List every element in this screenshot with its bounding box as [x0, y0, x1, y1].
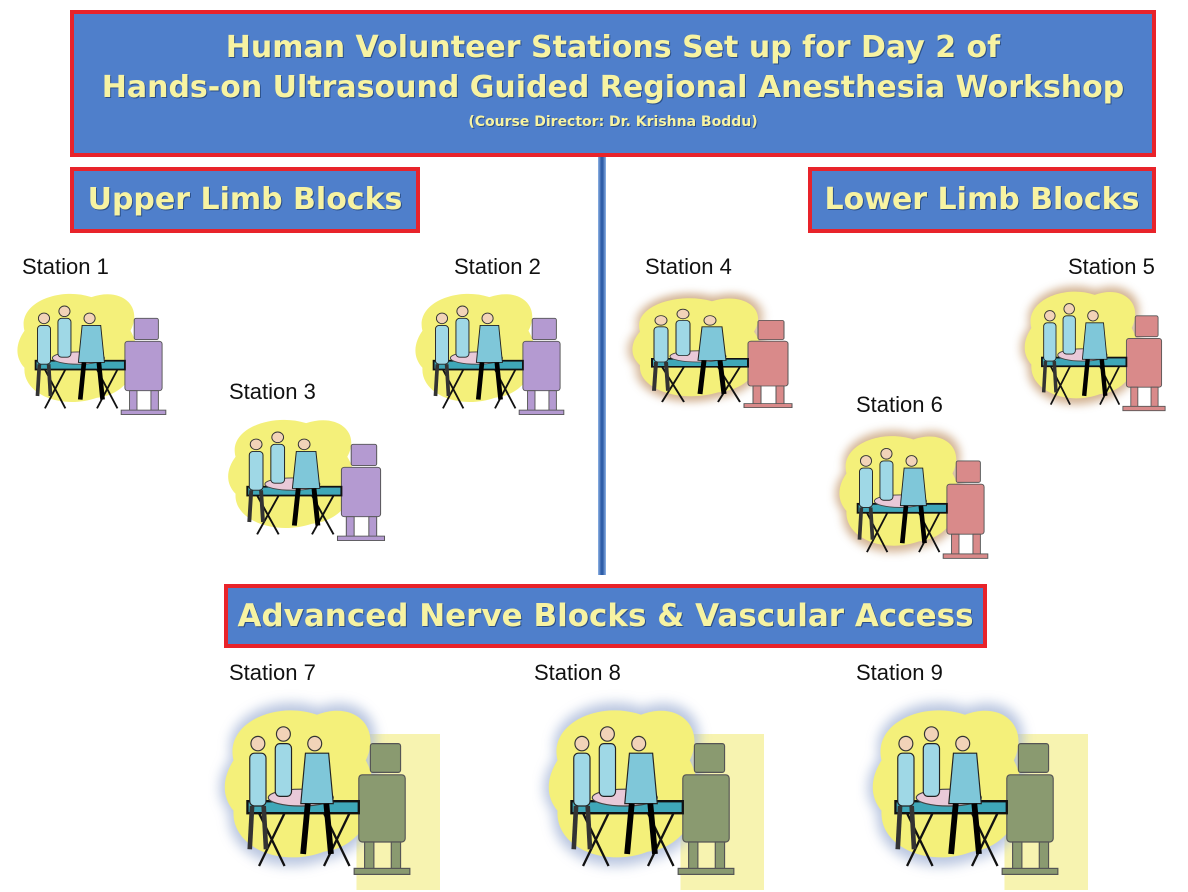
title-line-2: Hands-on Ultrasound Guided Regional Anes… — [101, 70, 1125, 105]
advanced-blocks-banner: Advanced Nerve Blocks & Vascular Access — [224, 584, 987, 648]
station-4-illustration — [618, 282, 818, 418]
station-1-illustration — [4, 276, 190, 426]
section-divider — [598, 157, 606, 575]
station-8-label: Station 8 — [534, 660, 621, 685]
course-director-line: (Course Director: Dr. Krishna Boddu) — [468, 114, 758, 130]
title-line-1: Human Volunteer Stations Set up for Day … — [225, 30, 1001, 65]
station-6-label: Station 6 — [856, 392, 943, 417]
station-7-label: Station 7 — [229, 660, 316, 685]
lower-limb-blocks-banner: Lower Limb Blocks — [808, 167, 1156, 233]
station-2-illustration — [402, 276, 588, 426]
station-3-illustration — [214, 402, 410, 552]
station-9-label: Station 9 — [856, 660, 943, 685]
station-3-label: Station 3 — [229, 379, 316, 404]
station-5-illustration — [1012, 274, 1188, 422]
station-7-illustration — [208, 686, 440, 890]
station-9-illustration — [856, 686, 1088, 890]
station-1-label: Station 1 — [22, 254, 109, 279]
station-2-label: Station 2 — [454, 254, 541, 279]
station-4-label: Station 4 — [645, 254, 732, 279]
upper-limb-blocks-banner: Upper Limb Blocks — [70, 167, 420, 233]
title-banner: Human Volunteer Stations Set up for Day … — [70, 10, 1156, 157]
station-8-illustration — [532, 686, 764, 890]
station-5-label: Station 5 — [1068, 254, 1155, 279]
station-6-illustration — [826, 418, 1012, 570]
